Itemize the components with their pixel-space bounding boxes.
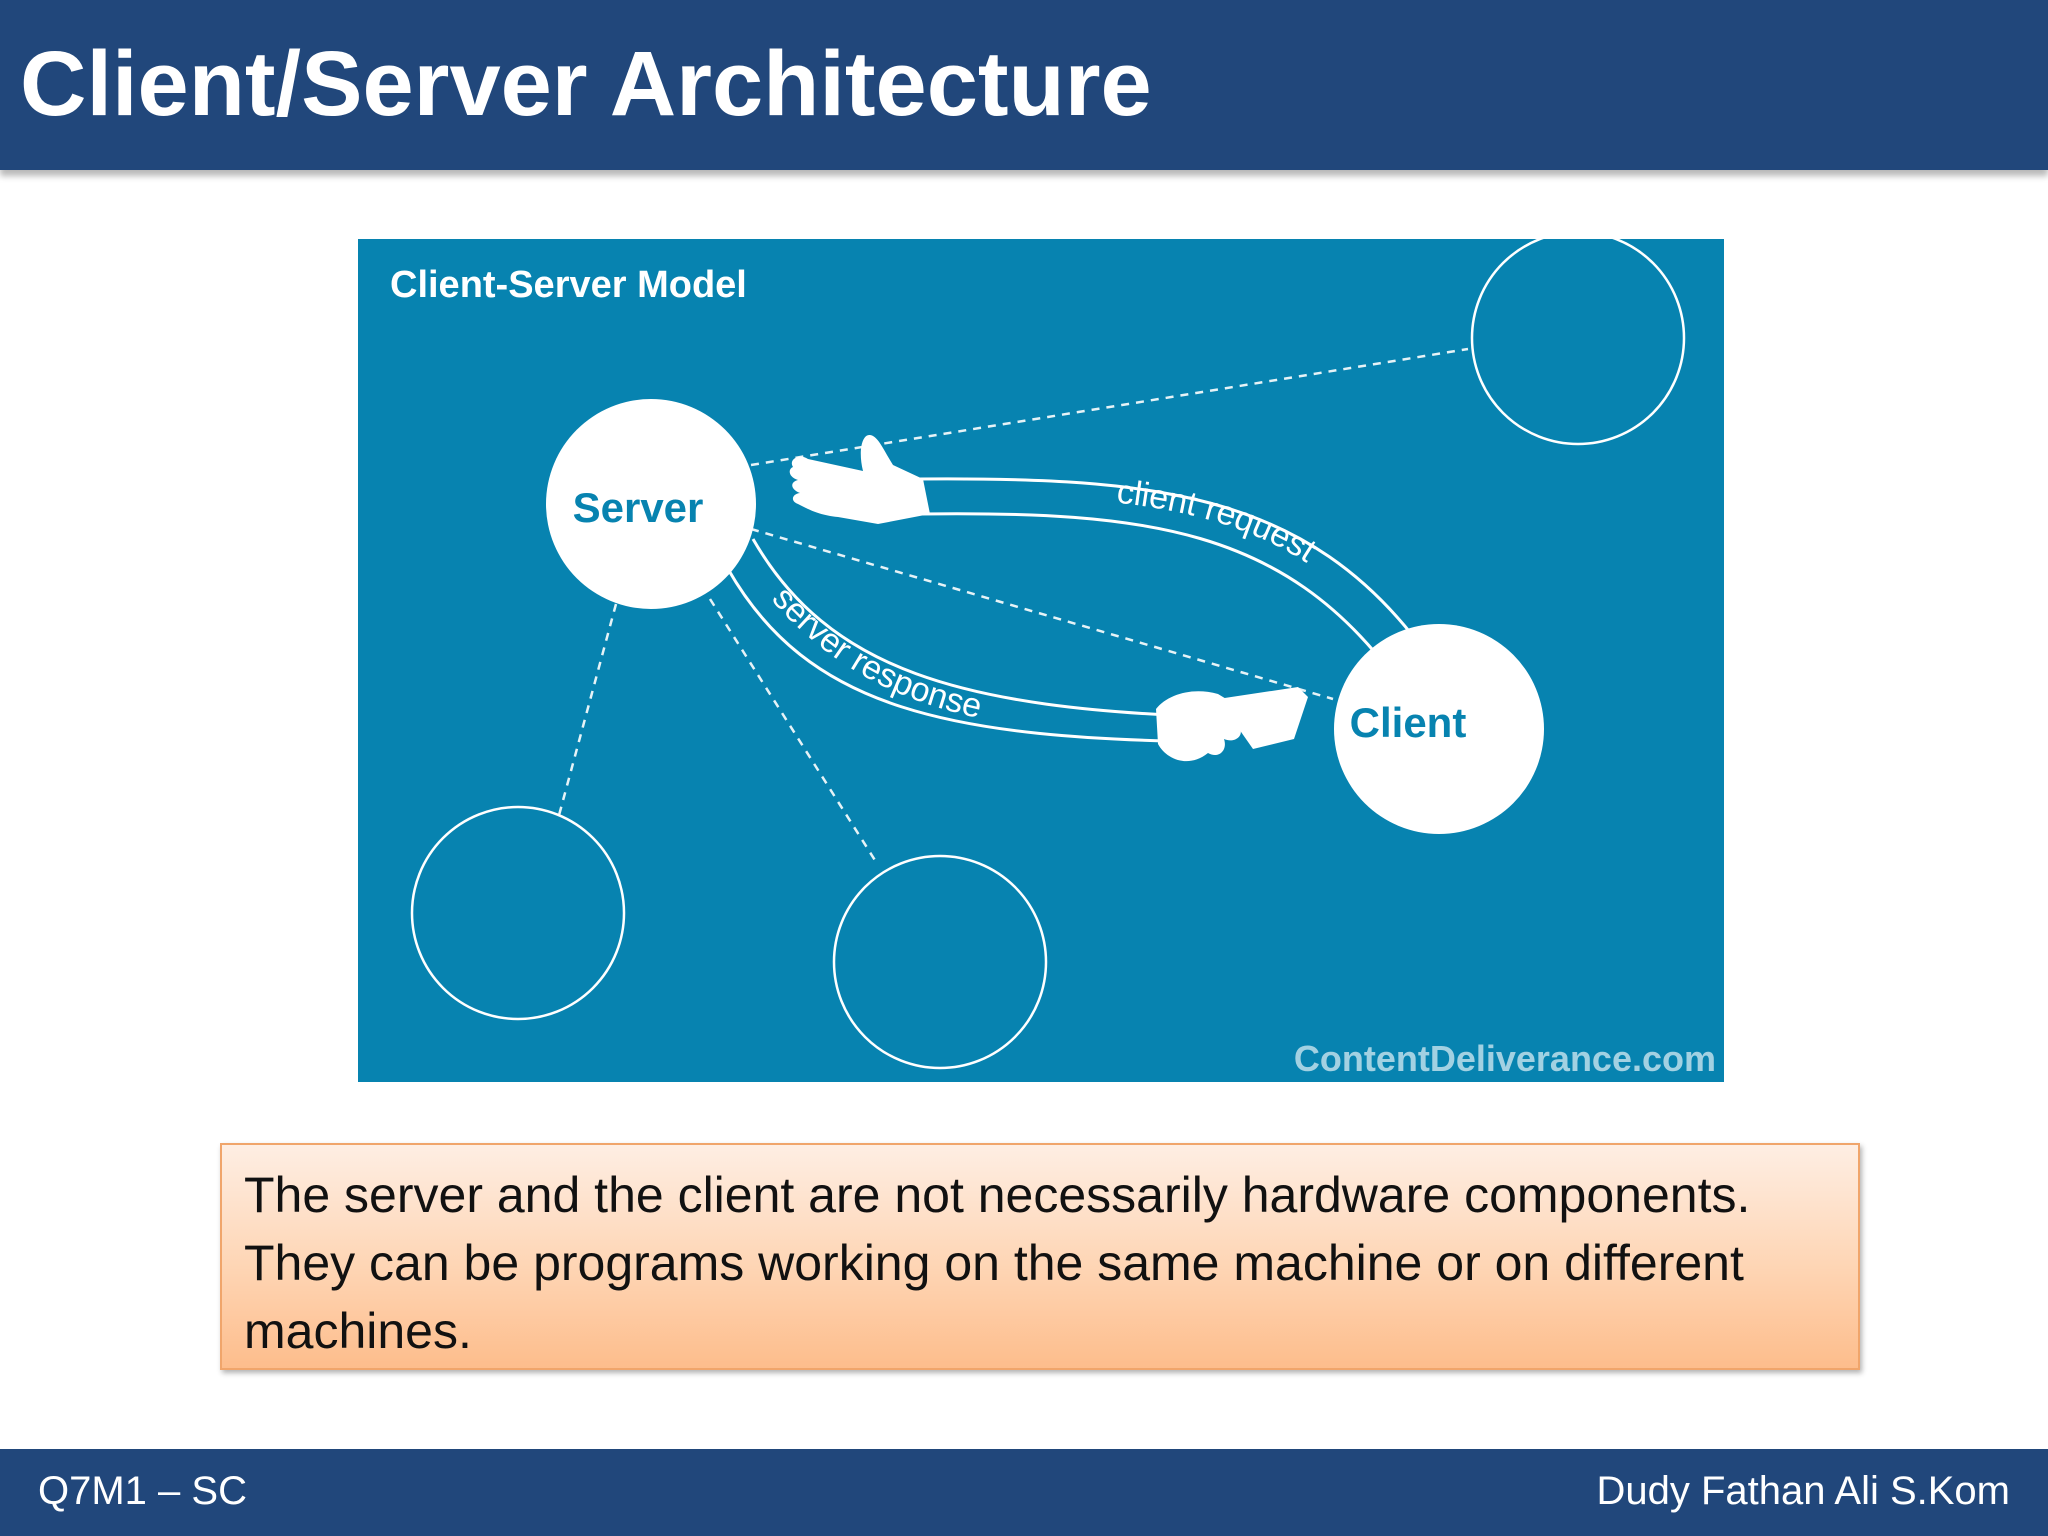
explanation-callout: The server and the client are not necess… [220, 1143, 1860, 1370]
svg-text:client request: client request [1115, 473, 1323, 570]
client-label: Client [1350, 699, 1467, 746]
dashed-link-bottom-middle [708, 598, 880, 866]
empty-node-bottom-middle [832, 854, 1048, 1070]
request-label: client request [1115, 473, 1323, 570]
dashed-link-client [750, 527, 1334, 701]
footer-author: Dudy Fathan Ali S.Kom [1596, 1469, 2010, 1513]
server-node [546, 399, 756, 609]
hand-with-card-icon [1156, 687, 1308, 762]
response-band-inner [726, 568, 1219, 744]
request-band-outer [917, 477, 1425, 650]
server-label: Server [573, 484, 704, 531]
dashed-link-bottom-left [556, 603, 618, 820]
open-hand-icon [789, 434, 930, 524]
client-node [1334, 624, 1544, 834]
explanation-text: The server and the client are not necess… [244, 1167, 1751, 1359]
footer-bar: Q7M1 – SC Dudy Fathan Ali S.Kom [0, 1449, 2048, 1536]
request-band-inner [917, 512, 1395, 676]
footer-course-code: Q7M1 – SC [38, 1469, 247, 1513]
title-bar: Client/Server Architecture [0, 0, 2048, 170]
client-server-diagram: Client-Server Model client request serve… [358, 239, 1724, 1082]
diagram-watermark: ContentDeliverance.com [1294, 1038, 1716, 1079]
empty-node-top-right [1470, 239, 1686, 446]
response-band-outer [751, 538, 1219, 719]
slide-title: Client/Server Architecture [20, 33, 1152, 135]
empty-node-bottom-left [410, 805, 626, 1021]
dashed-link-top-right [750, 347, 1469, 467]
diagram-heading: Client-Server Model [390, 264, 747, 306]
